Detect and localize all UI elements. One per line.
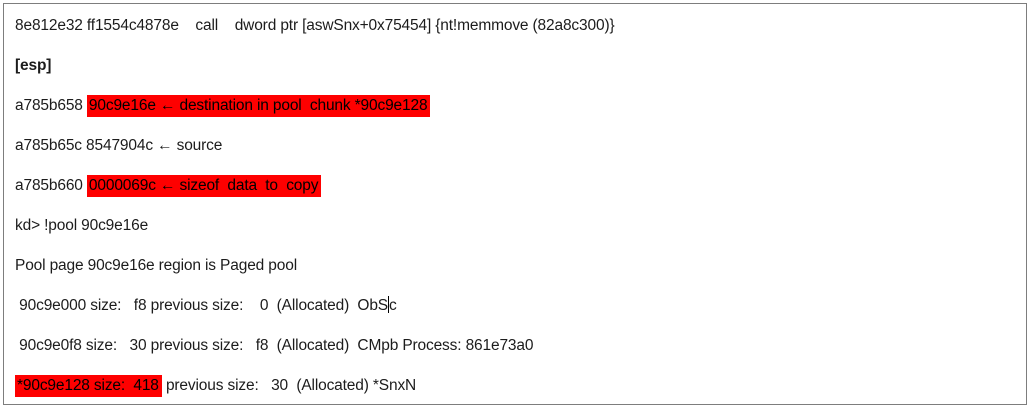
plain-text: a785b658 (15, 97, 87, 114)
plain-text: 90c9e0f8 size: 30 previous size: f8 (All… (15, 337, 534, 354)
plain-text: kd> !pool 90c9e16e (15, 217, 149, 234)
console-line: Pool page 90c9e16e region is Paged pool (15, 254, 1014, 278)
plain-text: 8e812e32 ff1554c4878e call dword ptr [as… (15, 17, 615, 34)
console-line: [esp] (15, 54, 1014, 78)
text-cursor (387, 296, 389, 313)
console-line: 90c9e0f8 size: 30 previous size: f8 (All… (15, 334, 1014, 358)
plain-text: previous size: 30 (Allocated) *SnxN (161, 377, 417, 394)
bold-text: [esp] (15, 57, 52, 74)
highlighted-text: 90c9e16e ← destination in pool chunk *90… (86, 95, 431, 117)
console-line: a785b65c 8547904c ← source (15, 134, 1014, 158)
plain-text: Pool page 90c9e16e region is Paged pool (15, 257, 297, 274)
console-line: kd> !pool 90c9e16e (15, 214, 1014, 238)
plain-text: 90c9e000 size: f8 previous size: 0 (Allo… (15, 297, 388, 314)
console-line: *90c9e128 size: 418 previous size: 30 (A… (15, 374, 1014, 398)
plain-text: a785b660 (15, 177, 87, 194)
plain-text: a785b65c 8547904c ← source (15, 137, 223, 154)
console-line: a785b660 0000069c ← sizeof data to copy (15, 174, 1014, 198)
plain-text: c (388, 297, 397, 314)
console-line: a785b658 90c9e16e ← destination in pool … (15, 94, 1014, 118)
debugger-output-box[interactable]: 8e812e32 ff1554c4878e call dword ptr [as… (3, 3, 1027, 405)
console-line: 90c9e000 size: f8 previous size: 0 (Allo… (15, 294, 1014, 318)
console-line: 8e812e32 ff1554c4878e call dword ptr [as… (15, 14, 1014, 38)
highlighted-text: 0000069c ← sizeof data to copy (86, 175, 322, 197)
highlighted-text: *90c9e128 size: 418 (15, 375, 162, 397)
